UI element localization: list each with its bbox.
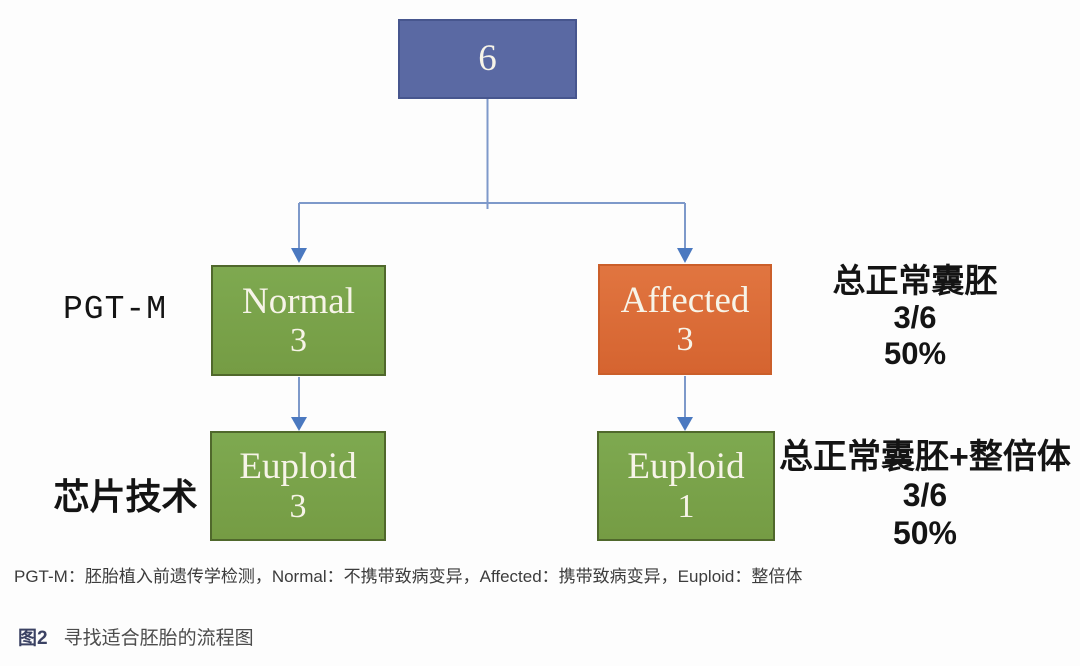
node-affected: Affected 3 — [598, 264, 772, 375]
figure-caption-tag: 图2 — [18, 628, 48, 649]
annotation-1-title: 总正常囊胚 — [832, 262, 998, 299]
node-normal-title: Normal — [241, 280, 356, 322]
annotation-normal-plus-euploid: 总正常囊胚+整倍体 3/6 50% — [770, 438, 1080, 552]
arrowhead-to-euploid-left — [291, 417, 307, 431]
annotation-2-fraction: 3/6 — [902, 477, 948, 514]
figure-caption: 图2 寻找适合胚胎的流程图 — [18, 623, 254, 650]
node-euploid-right-title: Euploid — [627, 446, 745, 488]
arrowhead-to-affected — [677, 248, 693, 263]
annotation-1-percent: 50% — [883, 336, 947, 372]
row-label-pgtm: PGT-M — [62, 291, 168, 328]
annotation-normal-blastocysts: 总正常囊胚 3/6 50% — [795, 262, 1035, 372]
node-normal: Normal 3 — [211, 265, 386, 376]
annotation-1-fraction: 3/6 — [893, 300, 937, 336]
arrowhead-to-normal — [291, 248, 307, 263]
node-total-embryos: 6 — [398, 19, 577, 99]
row-label-chip-technology: 芯片技术 — [53, 476, 198, 517]
node-affected-title: Affected — [620, 279, 750, 321]
node-euploid-left-title: Euploid — [239, 446, 357, 488]
annotation-2-percent: 50% — [893, 514, 957, 551]
figure-caption-text: 寻找适合胚胎的流程图 — [63, 628, 254, 649]
node-euploid-right-count: 1 — [677, 487, 695, 525]
node-affected-count: 3 — [676, 321, 694, 359]
annotation-2-title: 总正常囊胚+整倍体 — [779, 438, 1071, 476]
arrowhead-to-euploid-right — [677, 417, 693, 431]
node-normal-count: 3 — [290, 322, 307, 360]
legend-footnote: PGT-M：胚胎植入前遗传学检测，Normal：不携带致病变异，Affected… — [14, 567, 803, 586]
node-total-value: 6 — [478, 38, 497, 80]
node-euploid-left: Euploid 3 — [210, 431, 386, 541]
node-euploid-right: Euploid 1 — [597, 431, 775, 541]
node-euploid-left-count: 3 — [289, 487, 307, 525]
